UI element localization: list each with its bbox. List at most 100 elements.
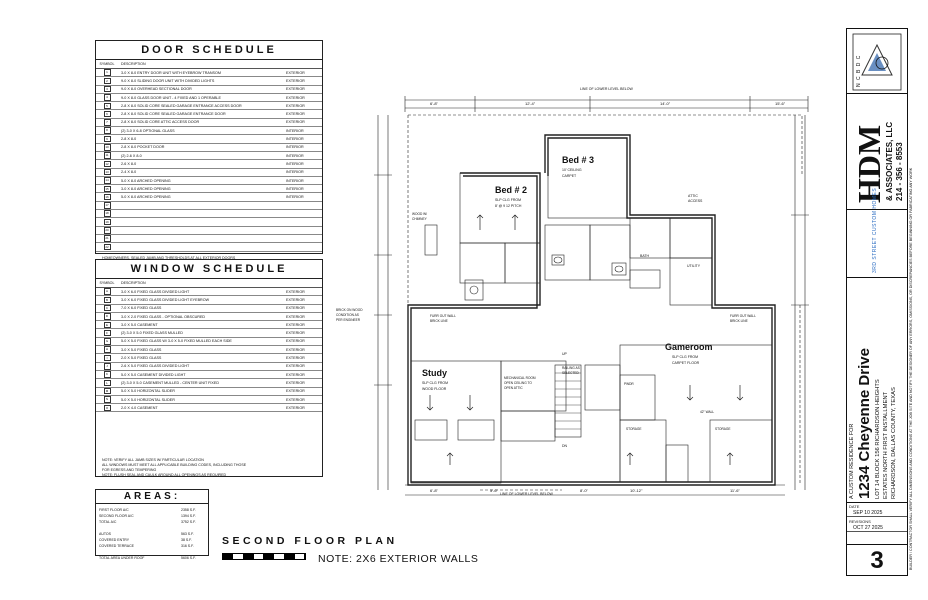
row-symbol: 16 — [103, 193, 111, 201]
row-symbol: D — [103, 313, 111, 320]
row-description: 2-6 X 5-0 FIXED GLASS DIVIDED LIGHT — [121, 364, 190, 369]
header-description: DESCRIPTION — [121, 281, 146, 285]
room-bed3-label: Bed # 3 — [562, 155, 594, 165]
row-description: (2) 3-0 X 5-0 FIXED GLASS MULLED — [121, 331, 183, 336]
row-symbol: 8 — [103, 127, 111, 134]
row-location: EXTERIOR — [286, 380, 305, 385]
title-block: N C B D C HDM & ASSOCIATES, LLC 214 - 35… — [846, 28, 908, 576]
date-value: SEP 10 2025 — [847, 510, 907, 517]
dim-bottom: 5'-6" — [490, 488, 499, 493]
project-address: 1234 Cheyenne Drive — [856, 348, 873, 499]
window-schedule-notes: NOTE: VERIFY ALL JAMB SIZES W/ PARTICULA… — [96, 454, 322, 482]
label-pwdr: PWDR — [624, 382, 634, 386]
row-symbol: 11 — [103, 152, 111, 159]
row-symbol: 18 — [103, 210, 111, 217]
row-description: 3-0 X 6-0 FIXED GLASS DIVIDED LIGHT EYEB… — [121, 297, 210, 302]
company-sub: & ASSOCIATES, LLC — [885, 121, 894, 201]
room-bed2-sub2: 8' @ 9 12 PITCH — [495, 204, 522, 208]
area-value: 38 S.F. — [181, 538, 192, 542]
door-schedule-header: SYMBOL DESCRIPTION — [96, 60, 322, 69]
scale-bar — [222, 553, 306, 560]
room-study-label: Study — [422, 368, 447, 378]
row-location: INTERIOR — [286, 128, 304, 133]
row-description: (2) 3-0 X 5-0 CASEMENT MULLED - CENTER U… — [121, 380, 220, 385]
room-study-sub: SLP CLG FROM — [422, 381, 448, 385]
header-description: DESCRIPTION — [121, 62, 146, 66]
row-location: INTERIOR — [286, 153, 304, 158]
label-storage-2: STORAGE — [715, 427, 731, 431]
label-railing-2: SELECTED — [562, 371, 580, 375]
schedule-row: 22 — [96, 243, 322, 252]
builder-box — [847, 209, 907, 278]
row-description: 5-0 X 5-0 HORIZONTAL SLIDER — [121, 389, 175, 394]
label-lower-level: LINE OF LOWER LEVEL BELOW — [580, 87, 633, 91]
row-description: 5-0 X 5-0 FIXED GLASS W/ 3-0 X 5-0 FIXED… — [121, 339, 232, 344]
row-symbol: 4 — [103, 94, 111, 101]
company-box — [847, 93, 907, 210]
row-location: INTERIOR — [286, 195, 304, 200]
window-note: ALL WINDOWS MUST MEET ALL APPLICABLE BUI… — [102, 463, 247, 468]
label-storage: STORAGE — [626, 427, 642, 431]
row-symbol: 20 — [103, 227, 111, 234]
row-symbol: 21 — [103, 235, 111, 242]
row-symbol: 14 — [103, 177, 111, 184]
row-location: EXTERIOR — [286, 120, 305, 125]
door-schedule-title: DOOR SCHEDULE — [96, 41, 322, 60]
label-mechanical-2: OPEN CEILING TO — [504, 381, 532, 385]
row-description: 3-0 X 5-0 CASEMENT — [121, 322, 158, 327]
area-name: COVERED ENTRY — [99, 538, 130, 542]
schedule-row: L (2) 3-0 X 5-0 CASEMENT MULLED - CENTER … — [96, 379, 322, 388]
row-symbol: E — [103, 321, 111, 329]
dim-bottom: 10'-12" — [630, 488, 643, 493]
row-description: 5-0 X 5-0 HORIZONTAL SLIDER — [121, 397, 175, 402]
row-symbol: 17 — [103, 202, 111, 209]
row-description: 9-0 X 8-0 SLIDING DOOR UNIT WITH DIVIDED… — [121, 78, 215, 83]
room-bed2-label: Bed # 2 — [495, 185, 527, 195]
room-gameroom-label: Gameroom — [665, 342, 713, 352]
row-symbol: L — [103, 379, 111, 387]
label-furr-right: FURR OUT WALL — [730, 314, 756, 318]
header-symbol: SYMBOL — [99, 62, 115, 66]
row-location: EXTERIOR — [286, 70, 305, 75]
row-description: 3-0 X 5-0 FIXED GLASS — [121, 347, 162, 352]
row-description: 2-8 X 8-0 SOLID CORE SEALED GARAGE ENTRA… — [121, 112, 226, 117]
schedule-row: 20 — [96, 227, 322, 235]
row-description: 2-4 X 8-0 — [121, 170, 137, 175]
label-furr-left-2: BRICK LINE — [430, 319, 448, 323]
dim-top: 14'-0" — [660, 101, 671, 106]
row-location: INTERIOR — [286, 161, 304, 166]
row-location: INTERIOR — [286, 145, 304, 150]
row-location: EXTERIOR — [286, 356, 305, 361]
area-value: 1394 S.F. — [181, 514, 196, 518]
label-furr-right-2: BRICK LINE — [730, 319, 748, 323]
label-railing: RAILING AS — [562, 366, 580, 370]
area-row: COVERED ENTRY 38 S.F. — [96, 537, 208, 543]
row-description: 2-8 X 8-0 SOLID CORE ATTIC ACCESS DOOR — [121, 120, 200, 125]
plan-note: NOTE: 2X6 EXTERIOR WALLS — [318, 553, 479, 565]
label-up: UP — [562, 352, 568, 356]
label-brick-on-wood: BRICK ON WOOD — [336, 308, 363, 312]
row-symbol: F — [103, 329, 111, 337]
row-symbol: 10 — [103, 144, 111, 151]
row-location: EXTERIOR — [286, 95, 305, 100]
label-half-wall: 42" WALL — [700, 410, 714, 414]
row-location: INTERIOR — [286, 178, 304, 183]
label-furr-left: FURR OUT WALL — [430, 314, 456, 318]
